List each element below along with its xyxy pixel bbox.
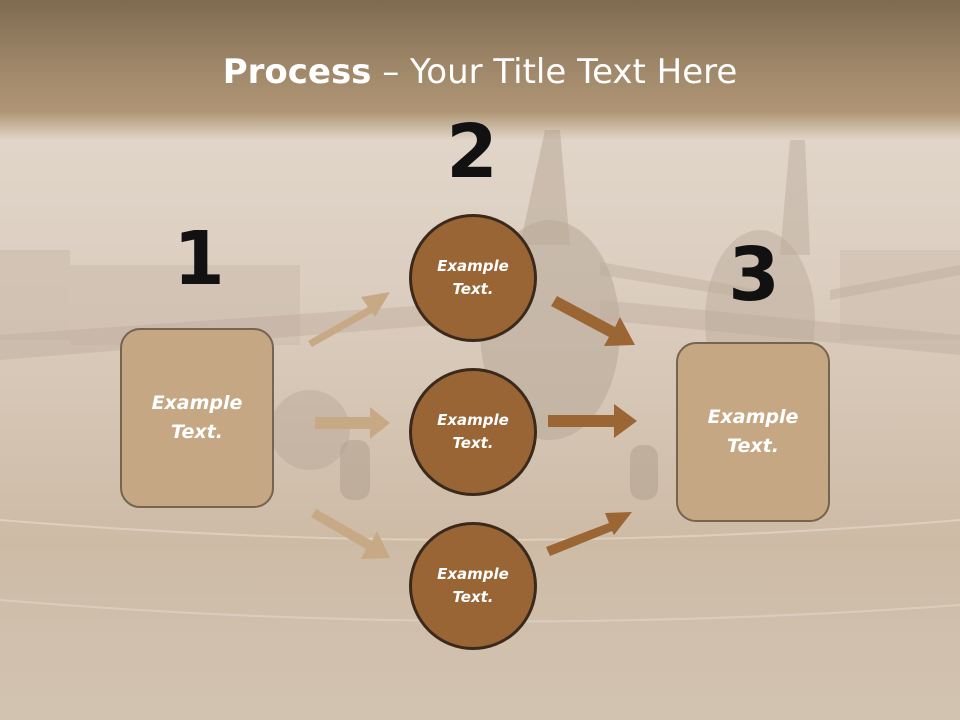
circle-top: Example Text. [409,214,537,342]
arrow-from-middle-circle [548,404,637,438]
arrow-to-bottom-circle [311,509,390,559]
circle-top-line2: Text. [452,280,494,298]
circle-bottom: Example Text. [409,522,537,650]
arrow-from-top-circle [551,296,635,346]
right-arrows [546,296,637,556]
circle-middle-line1: Example [437,411,509,429]
circle-middle: Example Text. [409,368,537,496]
step-number-2: 2 [446,109,498,195]
left-box-line1: Example [151,392,243,414]
header-band [0,0,960,140]
circle-bottom-line1: Example [437,565,509,583]
slide-title: Process – Your Title Text Here [0,52,960,92]
right-box-line2: Text. [727,435,779,457]
arrow-to-top-circle [308,292,390,347]
step-number-3: 3 [728,232,780,318]
circle-middle-line2: Text. [452,434,494,452]
left-arrows [308,292,390,559]
circle-top-line1: Example [437,257,509,275]
circle-bottom-line2: Text. [452,588,494,606]
step-number-1: 1 [173,216,225,302]
left-text-box: Example Text. [120,328,274,508]
arrow-from-bottom-circle [546,512,632,556]
arrow-to-middle-circle [315,407,390,439]
title-rest: – Your Title Text Here [371,52,738,92]
right-text-box: Example Text. [676,342,830,522]
title-bold: Process [222,52,372,92]
left-box-line2: Text. [171,421,223,443]
right-box-line1: Example [707,406,799,428]
